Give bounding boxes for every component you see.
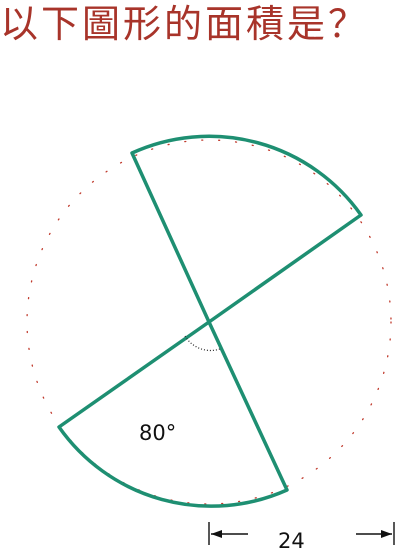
radius-label: 24 [278, 529, 305, 549]
dotted-full-circle [26, 139, 392, 505]
question-title: 以下圖形的面積是？ [0, 2, 370, 46]
upper-sector [130, 134, 363, 324]
dimension-right-arrow [381, 530, 392, 538]
angle-marker-arc [184, 335, 221, 352]
angle-label: 80° [139, 421, 176, 445]
dimension-left-arrow [211, 530, 222, 538]
lower-sector [57, 320, 289, 508]
radius-dimension: 24 [208, 522, 395, 549]
